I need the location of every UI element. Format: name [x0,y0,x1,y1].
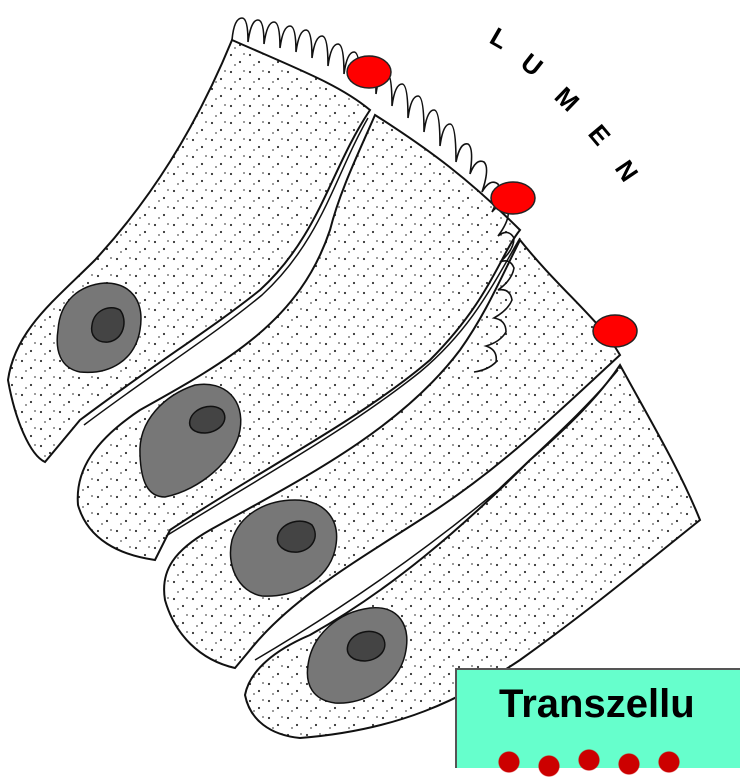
marker-dot-1 [347,56,391,88]
lumen-letter-n: N [609,155,644,187]
marker-dot-3 [593,315,637,347]
lumen-letter-m: M [549,81,585,118]
lumen-label: L U M E N [485,21,644,187]
caption-box: Transzellu [455,668,740,768]
lumen-letter-u: U [515,47,548,82]
caption-text: Transzellu [499,682,695,727]
epithelium-diagram: L U M E N [0,0,740,755]
lumen-letter-e: E [582,119,616,152]
lumen-letter-l: L [485,21,514,55]
marker-dot-2 [491,182,535,214]
caption-overflow-text [487,738,740,778]
